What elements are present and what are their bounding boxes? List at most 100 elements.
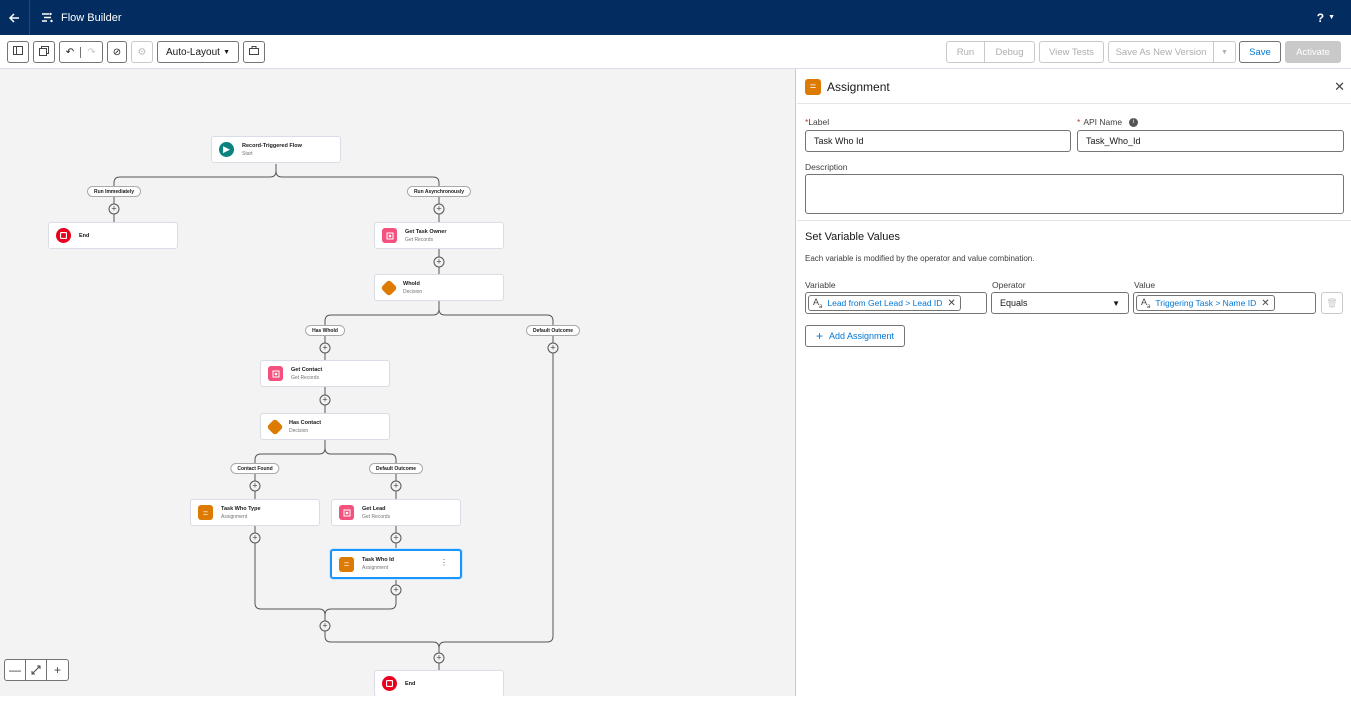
description-textarea[interactable] bbox=[805, 174, 1344, 214]
chevron-down-icon: ▼ bbox=[1112, 298, 1120, 308]
node-title: Get Contact bbox=[291, 366, 323, 373]
zoom-in-icon[interactable]: + bbox=[53, 663, 61, 677]
label-label-text: Label bbox=[808, 117, 830, 127]
value-token-label: Triggering Task > Name ID bbox=[1155, 298, 1257, 308]
get-records-icon bbox=[339, 505, 354, 520]
add-element-button[interactable]: + bbox=[249, 532, 261, 544]
add-element-button[interactable]: + bbox=[433, 256, 445, 268]
api-name-input[interactable]: Task_Who_Id bbox=[1077, 130, 1344, 152]
node-type: Get Records bbox=[362, 513, 391, 520]
operator-value: Equals bbox=[1000, 298, 1028, 308]
node-type: Decision bbox=[289, 427, 309, 434]
copy-button[interactable] bbox=[33, 41, 55, 63]
toolbar: ↶ ↷ ⊘ ⚙ Auto-Layout ▼ Run Debug View Tes… bbox=[0, 35, 1351, 69]
app-title-group: Flow Builder bbox=[41, 0, 122, 35]
block-icon: ⊘ bbox=[112, 46, 122, 58]
node-title: End bbox=[405, 680, 416, 687]
add-element-button[interactable]: + bbox=[433, 652, 445, 664]
run-button[interactable]: Run bbox=[946, 41, 985, 63]
add-element-button[interactable]: + bbox=[319, 620, 331, 632]
debug-button[interactable]: Debug bbox=[984, 41, 1035, 63]
toolbox-button[interactable] bbox=[243, 41, 265, 63]
add-element-button[interactable]: + bbox=[390, 532, 402, 544]
node-type: Get Records bbox=[291, 374, 320, 381]
panel-header: = Assignment bbox=[805, 78, 890, 96]
plus-icon: + bbox=[816, 329, 824, 343]
add-element-button[interactable]: + bbox=[319, 342, 331, 354]
view-tests-button[interactable]: View Tests bbox=[1039, 41, 1104, 63]
node-type: Get Records bbox=[405, 236, 434, 243]
operator-select[interactable]: Equals ▼ bbox=[991, 292, 1129, 314]
back-arrow-icon[interactable] bbox=[0, 0, 27, 35]
save-button[interactable]: Save bbox=[1239, 41, 1281, 63]
add-assignment-button[interactable]: + Add Assignment bbox=[805, 325, 906, 347]
description-label: Description bbox=[805, 162, 848, 172]
play-icon: ▶ bbox=[219, 142, 234, 157]
remove-icon[interactable]: ✕ bbox=[947, 297, 956, 309]
fit-view-icon[interactable] bbox=[26, 660, 47, 680]
section-title: Set Variable Values bbox=[805, 231, 900, 243]
remove-icon[interactable]: ✕ bbox=[1261, 297, 1270, 309]
variable-token[interactable]: Aa Lead from Get Lead > Lead ID ✕ bbox=[808, 295, 961, 311]
clear-button[interactable]: ⊘ bbox=[107, 41, 127, 63]
redo-icon[interactable]: ↷ bbox=[87, 46, 96, 58]
flow-icon bbox=[42, 12, 53, 23]
properties-panel: = Assignment ✕ *Label Task Who Id *API N… bbox=[797, 69, 1351, 696]
variable-input[interactable]: Aa Lead from Get Lead > Lead ID ✕ bbox=[805, 292, 987, 314]
activate-button[interactable]: Activate bbox=[1285, 41, 1341, 63]
zoom-out-icon[interactable]: — bbox=[5, 660, 26, 680]
undo-redo-group: ↶ ↷ bbox=[59, 41, 103, 63]
label-field-label: *Label bbox=[805, 117, 830, 127]
node-end[interactable]: End bbox=[48, 222, 178, 249]
node-title: WhoId bbox=[403, 280, 420, 287]
trash-icon: 🗑 bbox=[1326, 297, 1338, 308]
add-element-button[interactable]: + bbox=[319, 394, 331, 406]
panel-icon bbox=[13, 46, 23, 58]
save-menu-button[interactable]: ▼ bbox=[1213, 41, 1236, 63]
info-icon[interactable]: i bbox=[1129, 117, 1139, 127]
assignment-icon: = bbox=[339, 556, 354, 572]
undo-icon[interactable]: ↶ bbox=[60, 46, 81, 58]
add-element-button[interactable]: + bbox=[249, 480, 261, 492]
flow-canvas[interactable]: Run Immediately Run Asynchronously Has W… bbox=[0, 69, 796, 696]
node-title: Task Who Id bbox=[362, 557, 394, 563]
value-token[interactable]: Aa Triggering Task > Name ID ✕ bbox=[1136, 295, 1275, 311]
layout-select-value: Auto-Layout bbox=[166, 46, 220, 58]
assignment-icon: = bbox=[198, 505, 213, 520]
add-element-button[interactable]: + bbox=[108, 203, 120, 215]
node-title: Get Lead bbox=[362, 505, 386, 512]
add-element-button[interactable]: + bbox=[390, 584, 402, 596]
get-records-icon bbox=[268, 366, 283, 381]
stop-icon bbox=[56, 228, 71, 243]
node-title: Has Contact bbox=[289, 419, 322, 426]
toolbox-icon bbox=[249, 46, 259, 58]
add-element-button[interactable]: + bbox=[433, 203, 445, 215]
layout-select[interactable]: Auto-Layout ▼ bbox=[157, 41, 239, 63]
node-type: Decision bbox=[403, 288, 423, 295]
close-icon[interactable]: ✕ bbox=[1334, 79, 1345, 94]
chevron-down-icon: ▼ bbox=[223, 48, 230, 56]
node-title: End bbox=[79, 232, 90, 239]
label-input[interactable]: Task Who Id bbox=[805, 130, 1071, 152]
help-menu[interactable]: ?▼ bbox=[1317, 0, 1335, 35]
add-element-button[interactable]: + bbox=[390, 480, 402, 492]
more-actions-icon[interactable]: ⋮ bbox=[440, 558, 448, 567]
delete-row-button[interactable]: 🗑 bbox=[1321, 292, 1343, 314]
toggle-panel-button[interactable] bbox=[7, 41, 29, 63]
assignment-icon: = bbox=[805, 79, 821, 95]
add-element-button[interactable]: + bbox=[547, 342, 559, 354]
value-input[interactable]: Aa Triggering Task > Name ID ✕ bbox=[1133, 292, 1316, 314]
divider bbox=[797, 103, 1351, 104]
node-end[interactable]: End bbox=[374, 670, 504, 696]
settings-button[interactable]: ⚙ bbox=[131, 41, 153, 63]
save-as-new-version-button[interactable]: Save As New Version bbox=[1108, 41, 1214, 63]
